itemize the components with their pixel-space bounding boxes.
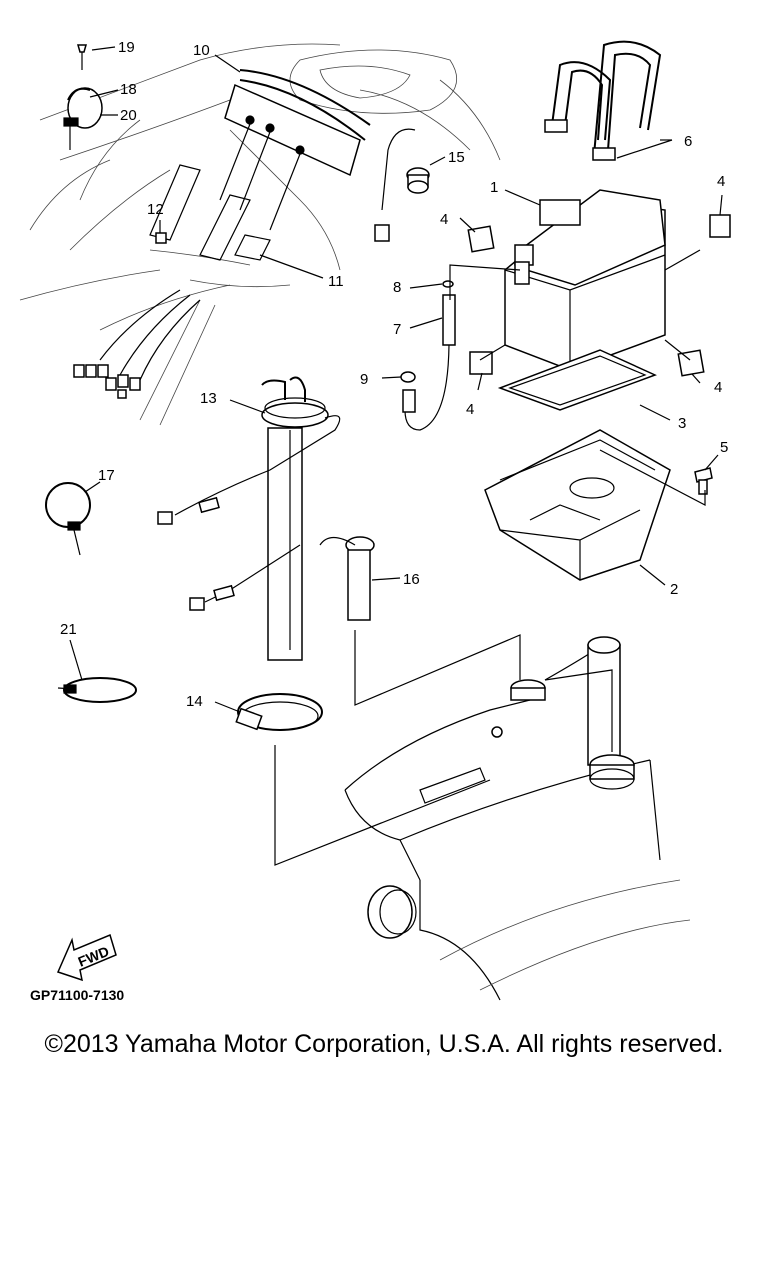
battery-box-2: [484, 429, 671, 581]
callout-21: 21: [60, 621, 77, 638]
callout-11: 11: [328, 273, 344, 290]
callout-1: 1: [490, 179, 498, 196]
callout-8: 8: [393, 279, 401, 296]
callout-13: 13: [200, 390, 217, 407]
battery-pad-3: [497, 349, 657, 411]
battery-bands-6: [544, 40, 662, 161]
callout-17: 17: [98, 467, 115, 484]
callout-leaders: [69, 46, 723, 713]
band-17: [45, 482, 91, 556]
parts-diagram: FWD 1 2 3 4 4 4 4 5: [19, 39, 731, 1003]
callout-20: 20: [120, 107, 137, 124]
assembly-lines: [274, 249, 706, 866]
callout-3: 3: [678, 415, 686, 432]
callout-12: 12: [147, 201, 164, 218]
callout-18: 18: [120, 81, 137, 98]
clip-12: [155, 232, 167, 244]
fwd-arrow-icon: FWD: [56, 933, 117, 982]
callout-10: 10: [193, 42, 210, 59]
callout-7: 7: [393, 321, 401, 338]
callouts: 1 2 3 4 4 4 4 5 6 7 8 9 10 11 12 13 14 1…: [60, 39, 728, 710]
sensor-15: [374, 128, 430, 242]
callout-15: 15: [448, 149, 465, 166]
hose-clamp-14: [235, 693, 323, 731]
callout-16: 16: [403, 571, 420, 588]
hull-background-upper: [19, 43, 501, 426]
fuel-tank: [344, 636, 691, 1001]
battery-1: [504, 189, 666, 371]
clamp-18-19-20: [63, 44, 103, 150]
tie-21: [57, 677, 137, 703]
copyright-notice: ©2013 Yamaha Motor Corporation, U.S.A. A…: [44, 1030, 724, 1058]
callout-4c: 4: [466, 401, 474, 418]
wire-harness: [73, 289, 201, 399]
meter-panel: [149, 69, 371, 261]
fuel-sender-13: [157, 376, 341, 661]
part-code: GP71100-7130: [30, 987, 124, 1003]
callout-6: 6: [684, 133, 692, 150]
callout-4b: 4: [717, 173, 725, 190]
callout-4d: 4: [714, 379, 722, 396]
bolt-5: [694, 467, 713, 495]
callout-5: 5: [720, 439, 728, 456]
callout-9: 9: [360, 371, 368, 388]
callout-4a: 4: [440, 211, 448, 228]
part-16: [319, 536, 375, 621]
vent-hose-7-8-9: [400, 280, 456, 431]
stickers-4: [467, 214, 731, 377]
callout-2: 2: [670, 581, 678, 598]
callout-14: 14: [186, 693, 203, 710]
callout-19: 19: [118, 39, 135, 56]
